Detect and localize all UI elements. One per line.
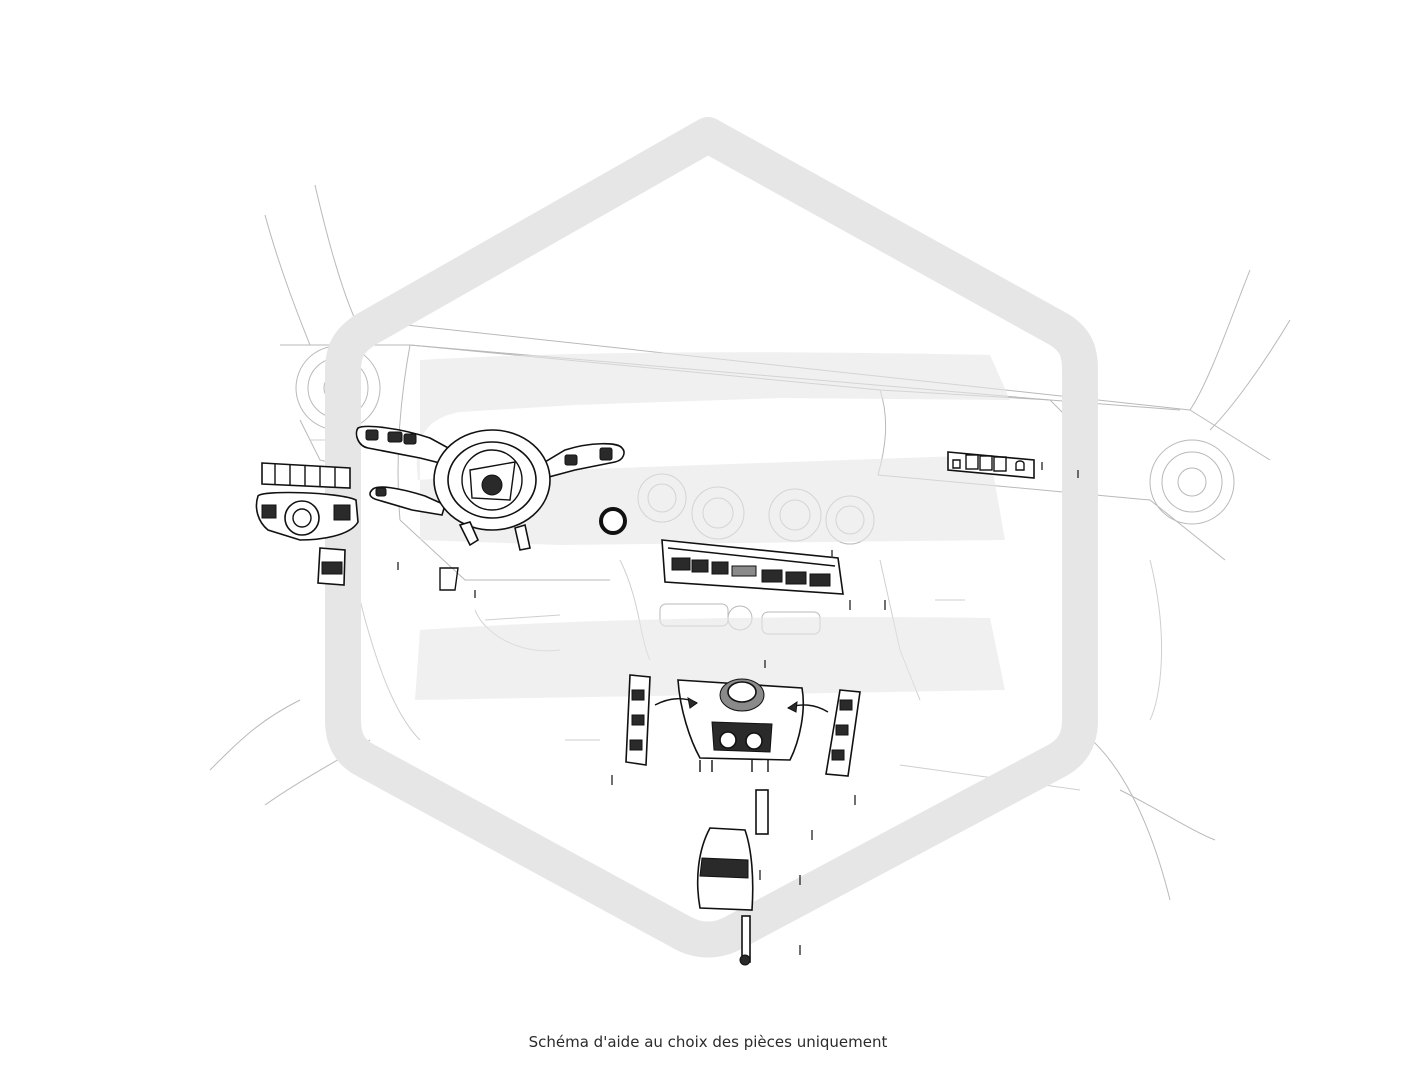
steering-column-switch-icon: [355, 425, 625, 598]
light-switch-icon: [255, 462, 359, 586]
watermark-logo-icon: [325, 117, 1098, 958]
lower-console-trim-icon: [696, 827, 801, 966]
start-button-ring-icon: [599, 507, 627, 535]
caption: Schéma d'aide au choix des pièces unique…: [528, 1033, 888, 1051]
window-switch-icon: [947, 451, 1079, 479]
center-console-controller-icon: [611, 660, 861, 840]
climate-control-panel-icon: [661, 539, 886, 610]
